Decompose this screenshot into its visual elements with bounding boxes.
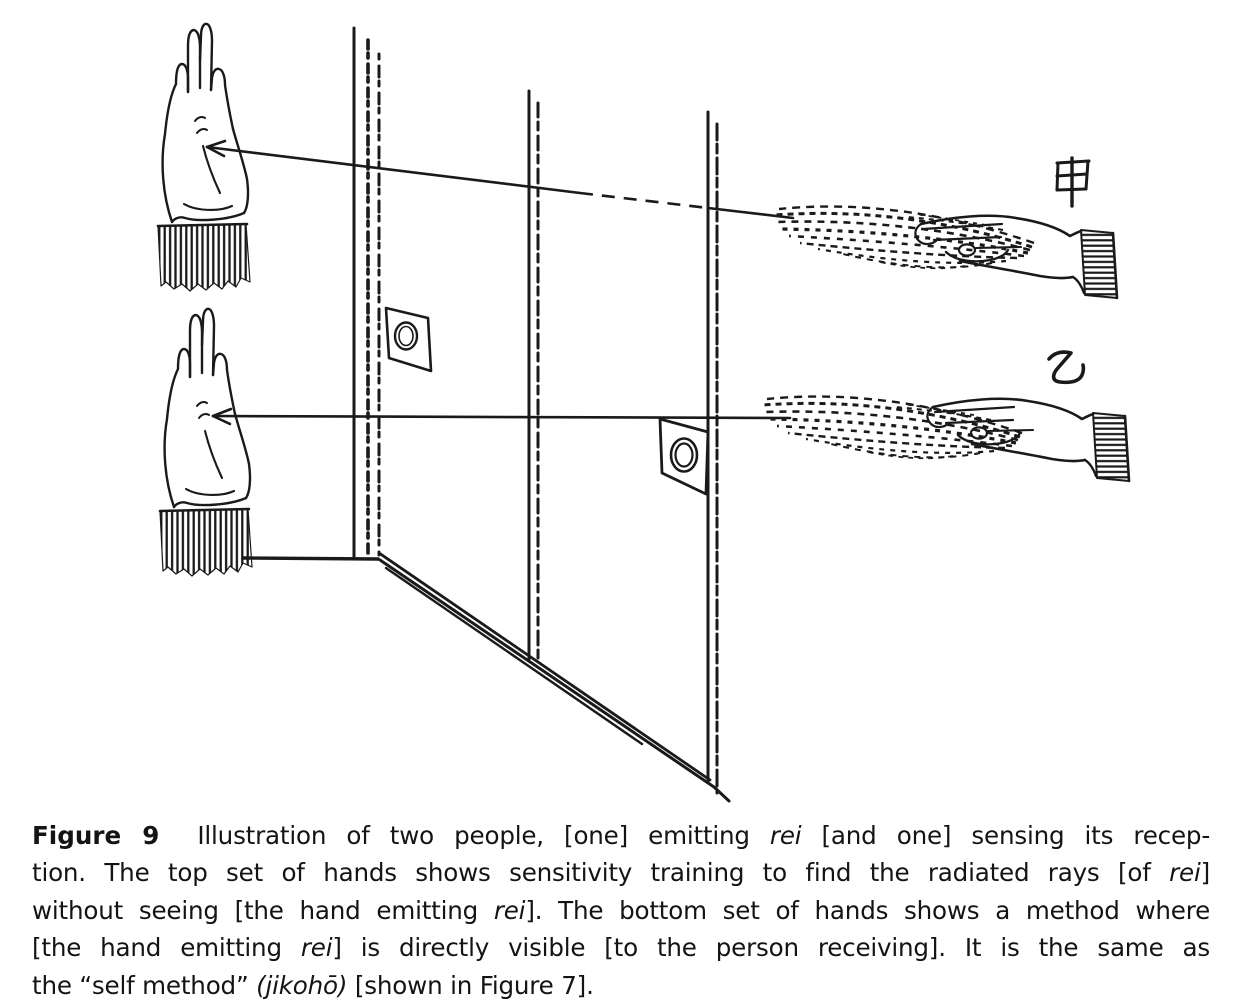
caption-text-segment: [the hand emitting [32,933,301,963]
caption-text-segment: Illustration of two people, [one] emitti… [197,821,770,850]
caption-text-segment: the “self method” [32,970,257,1000]
rei-spray-bottom [761,394,1024,460]
caption-text-segment: tion. The top set of hands shows sensiti… [32,858,1170,888]
door-pull-top [384,306,433,373]
caption-italic-term: rei [769,821,802,850]
caption-text-segment: ] [1200,858,1211,888]
receiver-hand-top [156,22,252,293]
kanji-otsu-glyph [1047,350,1086,385]
caption-italic-term: rei [493,895,526,925]
figure-caption: Figure 9 Illustration of two people, [one… [32,817,1210,1004]
caption-line-3: without seeing [the hand emitting rei]. … [32,892,1210,929]
caption-italic-term: rei [1169,858,1201,888]
caption-italic-term: rei [300,933,333,963]
caption-line-5: the “self method” (jikohō) [shown in Fig… [32,967,1210,1004]
floor-line [241,556,380,561]
shoji-post-middle [527,89,540,662]
receiver-hand-bottom [158,307,254,578]
door-pull-bottom [658,417,710,496]
caption-italic-term: (jikohō) [256,970,348,1000]
caption-text-segment: [and one] sensing its recep- [801,821,1211,850]
rei-ray-arrow-bottom [211,407,792,426]
kanji-kou-glyph [1055,156,1091,208]
shoji-post-right [706,110,719,795]
caption-line-2: tion. The top set of hands shows sensiti… [32,854,1210,891]
caption-text-segment: ]. The bottom set of hands shows a metho… [525,895,1210,925]
caption-line-1: Figure 9 Illustration of two people, [one… [32,817,1210,854]
caption-line-4: [the hand emitting rei] is directly visi… [32,929,1210,966]
figure-number: Figure 9 [32,821,160,850]
door-rails [377,551,731,803]
caption-text-segment: without seeing [the hand emitting [32,895,494,925]
caption-text-segment: [shown in Figure 7]. [347,970,594,1000]
rei-ray-arrow-top [205,139,795,220]
caption-text-segment: ] is directly visible [to the person rec… [332,933,1210,963]
figure-illustration [156,22,1131,803]
shoji-post-left [352,26,381,559]
